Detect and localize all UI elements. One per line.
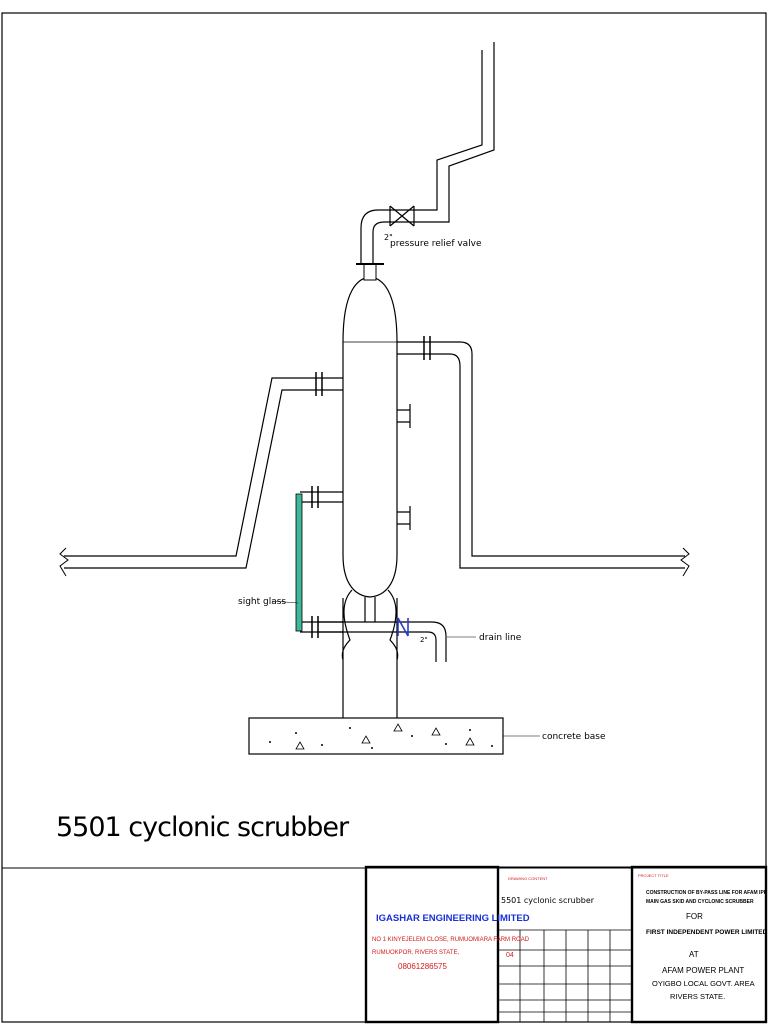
drain-valve (397, 617, 409, 637)
project-title-label: PROJECT TITLE (638, 873, 669, 878)
drain-pipe (318, 621, 447, 662)
drain-line-label: drain line (479, 633, 522, 643)
sight-glass-nozzle-lower (300, 621, 343, 633)
concrete-base (248, 717, 504, 755)
pressure-relief-valve (389, 205, 415, 227)
drawing-content-value: 5501 cyclonic scrubber (501, 896, 595, 905)
left-break-mark (59, 547, 69, 577)
top-nozzle (363, 263, 377, 281)
drain-size-label: 2" (420, 636, 428, 644)
drain-riser (364, 597, 376, 622)
sight-glass-nozzle-upper (300, 491, 343, 503)
sheet-number: 04 (506, 952, 514, 959)
at-text: AT (689, 950, 699, 959)
upper-right-outlet (397, 341, 685, 569)
pressure-relief-size: 2" (384, 233, 393, 242)
left-inlet-pipe (64, 377, 343, 569)
project-line-1: CONSTRUCTION OF BY-PASS LINE FOR AFAM IP… (646, 890, 768, 896)
leader-sight-glass (271, 600, 299, 604)
drawing-content-label: DRAWING CONTENT (508, 876, 548, 881)
concrete-base-label: concrete base (542, 732, 606, 742)
project-line-2: MAIN GAS SKID AND CYCLONIC SCRUBBER (646, 899, 754, 905)
support-leg-left (341, 589, 353, 718)
client-name: FIRST INDEPENDENT POWER LIMITED (646, 929, 768, 936)
concrete-hatch (269, 723, 493, 750)
title-block-grid (364, 865, 768, 1024)
sheet-border (1, 12, 767, 1023)
sight-glass-label: sight glass (238, 597, 286, 607)
company-name: IGASHAR ENGINEERING LIMITED (376, 913, 530, 924)
location-line-1: AFAM POWER PLANT (662, 966, 745, 975)
location-line-2: OYIGBO LOCAL GOVT. AREA (652, 979, 755, 988)
company-phone: 08061286575 (398, 962, 447, 971)
for-text: FOR (686, 912, 703, 921)
side-nozzle-upper (397, 404, 411, 428)
location-line-3: RIVERS STATE. (670, 992, 726, 1001)
sight-glass-tube (295, 493, 303, 632)
support-leg-right (387, 589, 399, 718)
right-break-mark (680, 547, 690, 577)
drawing-title: 5501 cyclonic scrubber (56, 812, 350, 843)
company-address-1: NO 1 KINYEJELEM CLOSE, RUMUOMIARA FARM R… (372, 937, 530, 943)
scrubber-vessel (342, 276, 398, 598)
relief-pipe (360, 42, 495, 264)
company-address-2: RUMUOKPOR, RIVERS STATE, (372, 950, 460, 956)
pressure-relief-label: pressure relief valve (390, 239, 482, 249)
side-nozzle-lower (397, 506, 411, 530)
